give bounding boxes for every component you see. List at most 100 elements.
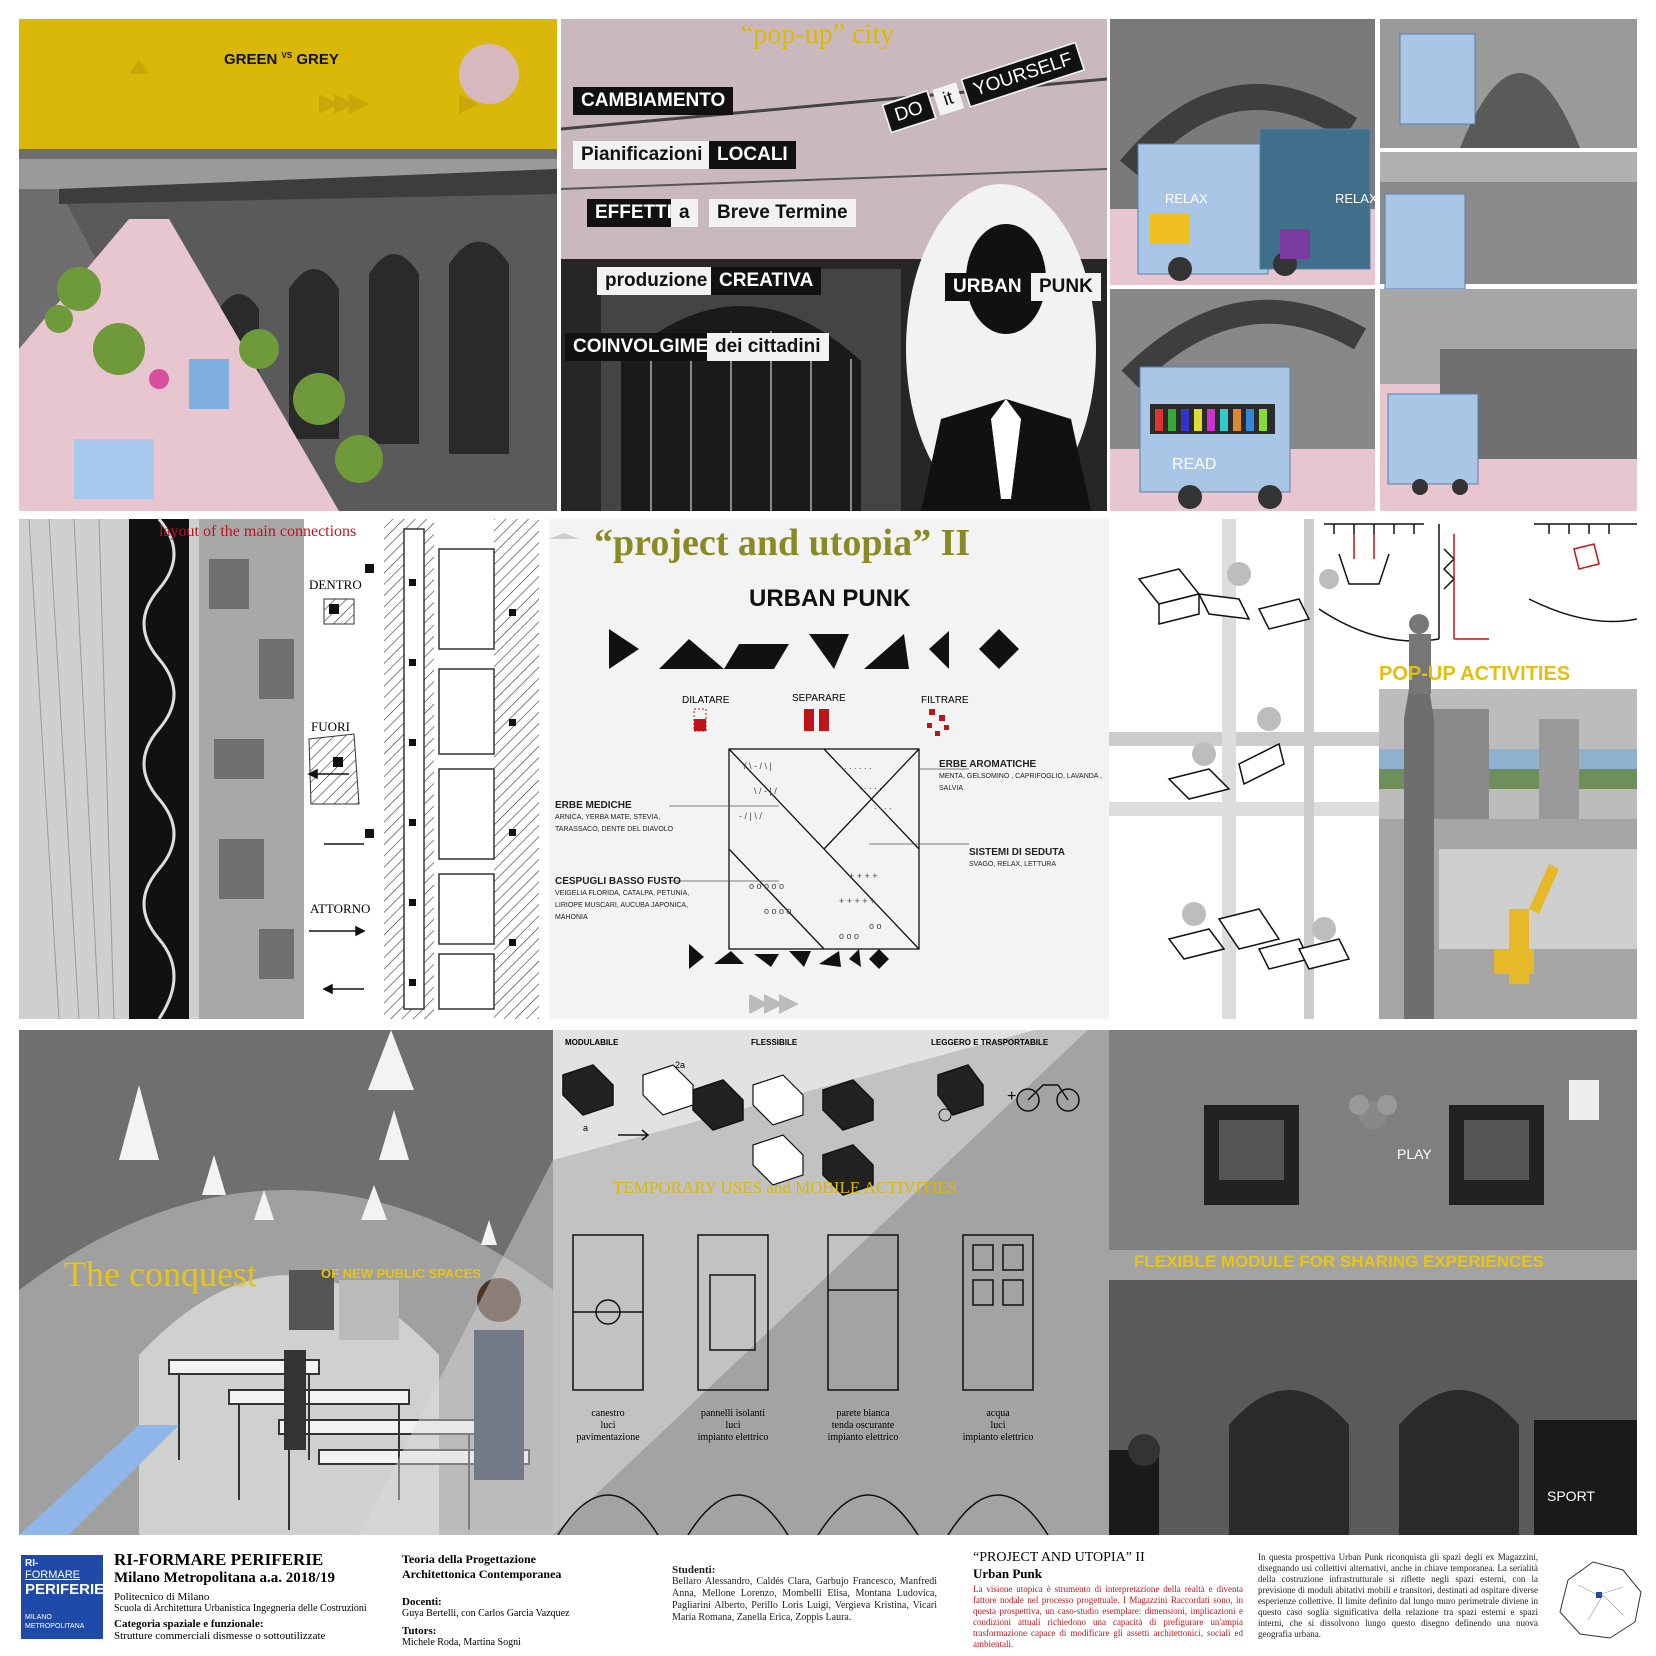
logo-sub: MILANO METROPOLITANA xyxy=(25,1614,85,1630)
plan4-line2: luci xyxy=(990,1420,1006,1431)
trailer-relax-label: RELAX xyxy=(1165,191,1208,206)
label-urban: URBAN xyxy=(945,273,1030,301)
svg-text:o o o o: o o o o xyxy=(764,906,792,916)
module-diagrams xyxy=(553,1030,1109,1535)
label-dentro: DENTRO xyxy=(309,577,362,592)
label-locali: LOCALI xyxy=(709,141,796,169)
utopia-diagram: / \ - / \ | \ / - | / - / | \ / . . . . . … xyxy=(549,519,1109,1019)
plan1-line2: luci xyxy=(600,1420,616,1431)
milan-map-icon xyxy=(1559,1561,1642,1639)
label-breve-termine: Breve Termine xyxy=(709,199,856,227)
footer: RI- FORMARE PERIFERIE MILANO METROPOLITA… xyxy=(0,1540,1656,1656)
tag-cespugli: CESPUGLI BASSO FUSTO VEIGELIA FLORIDA, C… xyxy=(555,876,695,923)
tag-erbe-mediche-body: ARNICA, YERBA MATE, STEVIA, TARASSACO, D… xyxy=(555,814,674,833)
viaduct-illustration xyxy=(19,19,557,511)
tag-erbe-mediche-head: ERBE MEDICHE xyxy=(555,800,632,811)
plan4-line3: impianto elettrico xyxy=(962,1432,1034,1443)
trailer-read-label: READ xyxy=(1172,456,1217,473)
module-label-leggero: LEGGERO E TRASPORTABILE xyxy=(931,1038,1049,1047)
panel-popup-city: “pop-up” city CAMBIAMENTO Pianificazioni… xyxy=(561,19,1107,511)
utopia-subtitle: URBAN PUNK xyxy=(749,585,911,612)
label-effetti: EFFETTI xyxy=(587,199,681,227)
op-filtrare: FILTRARE xyxy=(921,695,969,706)
label-dei-cittadini: dei cittadini xyxy=(707,333,829,361)
footer-block-1: RI-FORMARE PERIFERIE Milano Metropolitan… xyxy=(114,1550,384,1642)
footer-students-list: Bellaro Alessandro, Caldés Clara, Garbuj… xyxy=(672,1576,937,1623)
footer-docenti-head: Docenti: xyxy=(402,1596,442,1608)
logo-mid: FORMARE xyxy=(25,1569,80,1581)
play-label: PLAY xyxy=(1397,1146,1432,1162)
label-fuori: FUORI xyxy=(311,719,351,734)
footer-block-2: Teoria della Progettazione Architettonic… xyxy=(402,1552,662,1648)
title-grey: GREY xyxy=(296,51,339,68)
footer-course2: Architettonica Contemporanea xyxy=(402,1567,562,1581)
plan3-line1: parete bianca xyxy=(836,1408,890,1419)
footer-project-title: “PROJECT AND UTOPIA” II xyxy=(973,1550,1145,1565)
title-green: GREEN xyxy=(224,51,278,68)
logo: RI- FORMARE PERIFERIE MILANO METROPOLITA… xyxy=(21,1555,104,1639)
footer-project: “PROJECT AND UTOPIA” II Urban Punk La vi… xyxy=(973,1550,1243,1650)
svg-text:. . . . . .: . . . . . . xyxy=(844,761,872,771)
temporary-uses-title: TEMPORARY USES and MOBILE ACTIVITIES xyxy=(613,1178,958,1197)
module-dim-a: a xyxy=(583,1123,589,1133)
svg-text:o o: o o xyxy=(869,921,882,931)
footer-school: Scuola di Architettura Urbanistica Ingeg… xyxy=(114,1603,367,1614)
panel-conquest: The conquest OF NEW PUBLIC SPACES xyxy=(19,1030,553,1535)
svg-text:- / | \ /: - / | \ / xyxy=(739,811,762,821)
panel-flexible-module: PLAY FLEXIBLE MODULE FOR SHARING EXPERIE… xyxy=(1109,1030,1637,1535)
svg-text:+ + + +: + + + + xyxy=(849,871,878,881)
tag-erbe-aromatiche-body: MENTA, GELSOMINO , CAPRIFOGLIO, LAVANDA … xyxy=(939,773,1102,792)
footer-cat-head: Categoria spaziale e funzionale: xyxy=(114,1618,264,1630)
footer-tutors-head: Tutors: xyxy=(402,1625,437,1637)
conquest-subtitle: OF NEW PUBLIC SPACES xyxy=(321,1266,482,1281)
plan1-line1: canestro xyxy=(591,1408,625,1419)
footer-description: In questa prospettiva Urban Punk riconqu… xyxy=(1258,1552,1538,1639)
footer-cat-body: Strutture commerciali dismesse o sottout… xyxy=(114,1630,326,1642)
label-cambiamento: CAMBIAMENTO xyxy=(573,87,734,115)
panel-project-utopia: / \ - / \ | \ / - | / - / | \ / . . . . . … xyxy=(549,519,1109,1019)
footer-students-head: Studenti: xyxy=(672,1564,716,1576)
utopia-title: “project and utopia” II xyxy=(594,522,971,564)
svg-text:. . . . .: . . . . . xyxy=(859,781,882,791)
op-dilatare: DILATARE xyxy=(682,695,730,706)
tag-erbe-aromatiche: ERBE AROMATICHE MENTA, GELSOMINO , CAPRI… xyxy=(939,759,1104,794)
plan2-line2: luci xyxy=(725,1420,741,1431)
footer-tutors: Michele Roda, Martina Sogni xyxy=(402,1637,521,1648)
label-pianificazioni: Pianificazioni xyxy=(573,141,711,169)
green-vs-grey-title: GREEN VS GREY xyxy=(224,51,339,68)
tag-sistemi-seduta: SISTEMI DI SEDUTA SVAGO, RELAX, LETTURA xyxy=(969,847,1109,870)
trailer-photos xyxy=(1110,19,1637,511)
plan3-line3: impianto elettrico xyxy=(827,1432,899,1443)
conquest-title: The conquest xyxy=(64,1254,257,1294)
panel-trailers: RELAX RELAX READ xyxy=(1110,19,1637,511)
svg-text:+ + + + +: + + + + + xyxy=(839,896,875,906)
title-vs: VS xyxy=(281,51,293,60)
connections-title: layout of the main connections xyxy=(159,523,357,540)
vault-interior xyxy=(19,1030,553,1535)
plan3-line2: tenda oscurante xyxy=(831,1420,895,1431)
flex-module-title: FLEXIBLE MODULE FOR SHARING EXPERIENCES xyxy=(1134,1252,1544,1271)
popup-city-title: “pop-up” city xyxy=(741,19,895,50)
footer-title: RI-FORMARE PERIFERIE xyxy=(114,1550,324,1569)
tag-erbe-mediche: ERBE MEDICHE ARNICA, YERBA MATE, STEVIA,… xyxy=(555,800,690,835)
footer-course1: Teoria della Progettazione xyxy=(402,1552,536,1566)
footer-docenti: Guya Bertelli, con Carlos Garcia Vazquez xyxy=(402,1608,570,1619)
sport-label: SPORT xyxy=(1547,1488,1595,1504)
tag-sistemi-seduta-head: SISTEMI DI SEDUTA xyxy=(969,847,1065,858)
module-dim-2a: 2a xyxy=(675,1060,686,1070)
plan2-line3: impianto elettrico xyxy=(697,1432,769,1443)
footer-uni: Politecnico di Milano xyxy=(114,1591,210,1603)
svg-text:\ / - | /: \ / - | / xyxy=(754,786,777,796)
tag-cespugli-body: VEIGELIA FLORIDA, CATALPA, PETUNIA, LIRI… xyxy=(555,890,690,921)
plan1-line3: pavimentazione xyxy=(576,1432,640,1443)
footer-red-text: La visione utopica è strumento di interp… xyxy=(973,1584,1243,1649)
footer-project-subtitle: Urban Punk xyxy=(973,1566,1042,1581)
module-label-modulabile: MODULABILE xyxy=(565,1038,619,1047)
connections-plan xyxy=(19,519,539,1019)
svg-text:/ \ - / \ |: / \ - / \ | xyxy=(744,761,772,771)
popup-activities-title: POP-UP ACTIVITIES xyxy=(1379,663,1571,685)
footer-students: Studenti: Bellaro Alessandro, Caldés Cla… xyxy=(672,1564,937,1624)
